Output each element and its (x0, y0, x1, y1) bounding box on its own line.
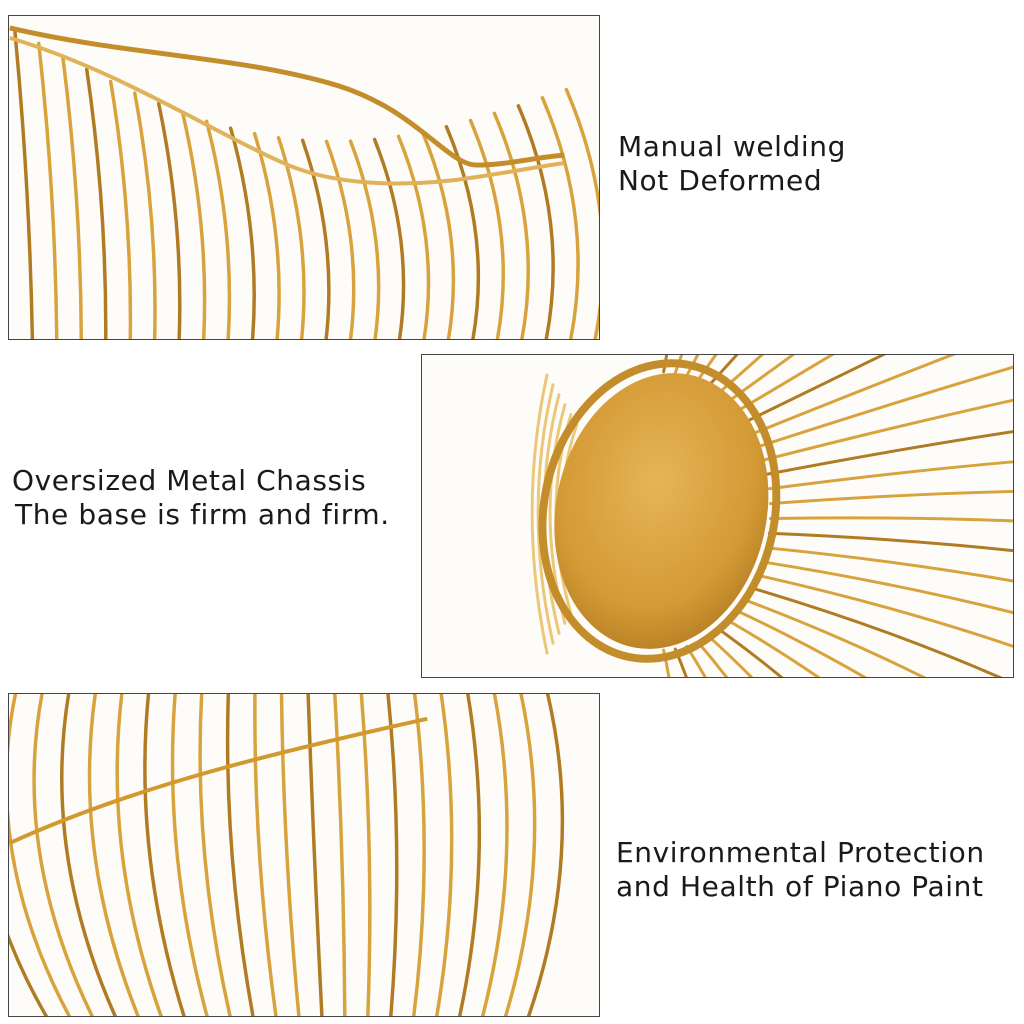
wire-bar (386, 694, 399, 1016)
wire-spoke (756, 365, 1013, 449)
wire-spoke (756, 573, 1013, 648)
wire-rib (156, 101, 182, 339)
wire-spoke (750, 355, 956, 436)
caption-metal-chassis: Oversized Metal Chassis The base is firm… (12, 464, 390, 532)
wire-spoke (767, 460, 1013, 491)
wire-bar (87, 694, 140, 1016)
wire-bars (9, 694, 565, 1016)
wire-bar (115, 694, 163, 1016)
wire-rib (540, 96, 580, 339)
wire-rib (564, 87, 599, 339)
wire-rib (468, 118, 506, 339)
wire-spoke (761, 398, 1013, 462)
wire-side (536, 383, 555, 645)
wire-spoke (717, 355, 764, 395)
wire-rim-illustration (9, 25, 599, 339)
wire-bar (435, 694, 454, 1016)
wire-bar (480, 694, 509, 1016)
wire-spoke (743, 355, 886, 424)
wire-rib (348, 139, 381, 339)
wire-bar (225, 694, 255, 1016)
wire-rib (204, 119, 232, 339)
wire-rib (444, 124, 481, 339)
caption-line: Not Deformed (618, 164, 823, 197)
wire-rib (13, 28, 35, 339)
wire-bar (60, 694, 118, 1016)
wire-rib (396, 134, 431, 339)
wire-spoke (727, 619, 821, 677)
caption-line: Manual welding (618, 130, 847, 163)
wire-bar (412, 694, 426, 1016)
chassis-base-plate (554, 373, 769, 649)
wire-rim-inner (9, 35, 565, 186)
wire-spoke (707, 355, 739, 388)
wire-bar (526, 694, 565, 1016)
wire-spoke (717, 627, 784, 677)
wire-rib (61, 54, 83, 339)
wire-rib (324, 139, 356, 339)
wire-rib (108, 79, 133, 339)
wire-bar (9, 694, 72, 1016)
caption-line: Environmental Protection (616, 836, 985, 869)
photo-panel-wire-rim (8, 15, 600, 340)
wire-spoke (765, 546, 1013, 583)
wire-spoke (765, 430, 1013, 476)
wire-bar (306, 694, 324, 1016)
wire-bar (9, 933, 49, 1016)
wire-spoke (767, 531, 1013, 553)
wire-spoke (768, 489, 1013, 506)
wire-bar (32, 694, 95, 1016)
wire-spoke (727, 355, 796, 403)
wire-bar (198, 694, 232, 1016)
wire-spoke (673, 647, 688, 677)
wire-rib (37, 41, 59, 339)
caption-manual-welding: Manual welding Not Deformed (618, 130, 846, 198)
wire-rib (492, 111, 530, 339)
wire-spoke (743, 598, 927, 677)
wire-side (530, 373, 549, 655)
wire-rib (228, 126, 256, 339)
chassis-base-rim (538, 359, 781, 663)
wire-spoke (761, 560, 1013, 615)
wire-bar (503, 694, 537, 1016)
wire-rib (252, 131, 281, 339)
wire-bar (333, 694, 347, 1016)
caption-line: Oversized Metal Chassis (12, 464, 367, 497)
wire-bar (279, 694, 301, 1016)
metal-chassis-illustration (530, 355, 1013, 677)
wire-rib (180, 111, 207, 339)
wire-bar (143, 694, 186, 1016)
wire-bar (359, 694, 372, 1016)
wire-spoke (685, 644, 707, 677)
photo-panel-wire-sides (8, 693, 600, 1017)
caption-line: and Health of Piano Paint (616, 870, 984, 903)
wire-sides-illustration (9, 694, 565, 1016)
wire-rim (9, 25, 565, 168)
wire-bar (457, 694, 482, 1016)
caption-environmental-protection: Environmental Protection and Health of P… (616, 836, 985, 904)
wire-spoke (735, 609, 868, 677)
wire-bar (170, 694, 209, 1016)
wire-rib (85, 67, 108, 339)
wire-spoke (696, 640, 729, 677)
wire-rib (300, 138, 331, 339)
wire-spoke (768, 516, 1013, 523)
wire-spoke (750, 586, 1003, 677)
wire-spoke (735, 355, 835, 413)
wire-bar (253, 694, 278, 1016)
wire-rib (420, 130, 456, 339)
caption-line: The base is firm and firm. (15, 498, 390, 531)
wire-rib (133, 91, 157, 339)
wire-ring (9, 716, 428, 845)
wire-rib (372, 137, 406, 339)
wire-spoke (707, 634, 754, 677)
photo-panel-metal-chassis (421, 354, 1014, 678)
wire-rib (516, 104, 555, 339)
